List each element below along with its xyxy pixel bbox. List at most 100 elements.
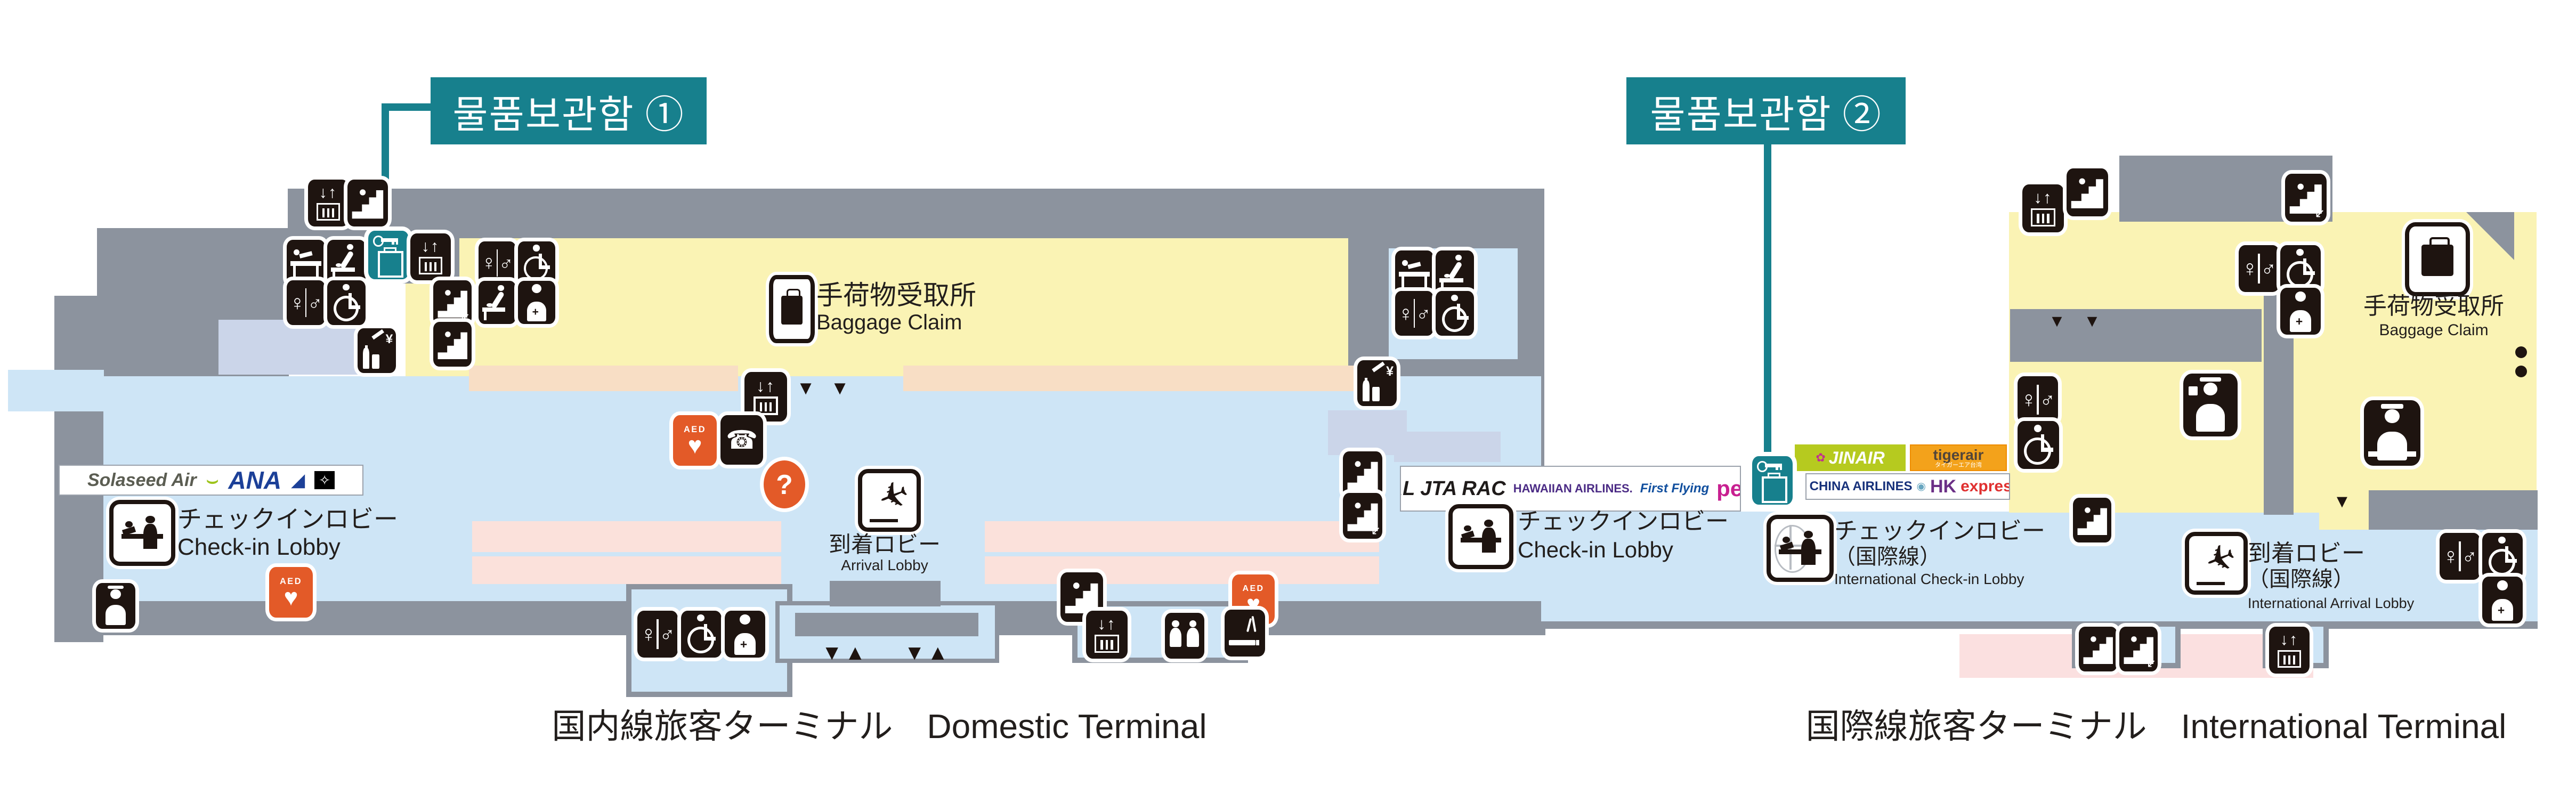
elevator-icon: ↓↑ [308, 180, 349, 226]
wheelchair-access-icon [2280, 245, 2321, 292]
baggage-claim-icon [2405, 222, 2470, 296]
lavender-block-left [218, 320, 358, 375]
stairs-icon [1343, 451, 1382, 497]
lavender-block-right2 [1394, 432, 1501, 462]
exit-gate-icon: ▼ [830, 377, 852, 399]
counter-row-left-1 [472, 521, 781, 552]
airline-banner-china-hk: ✿CHINA AIRLINES◉HKexpress [1805, 473, 2010, 500]
police-icon [96, 583, 135, 629]
aed-icon: AED ♥ [673, 415, 717, 466]
airline-banner-domestic-right-segment: First Flying [1640, 481, 1710, 496]
airline-banner-domestic-right-segment: HAWAIIAN AIRLINES. [1513, 482, 1633, 495]
checkin-domestic-left-en: Check-in Lobby [177, 534, 341, 560]
wheelchair-access-icon [2018, 421, 2059, 469]
coin-locker-1-icon [368, 231, 409, 279]
airline-banner-domestic-right-segment: JAL JTA RAC [1401, 477, 1506, 500]
stairs-icon [2079, 627, 2117, 671]
toilets-icon: ♀ ♂ [2440, 533, 2480, 580]
toilets-icon: ♀ ♂ [2018, 376, 2058, 423]
belt-dot-icon [2515, 366, 2527, 377]
escalator-icon: ↙ [2119, 627, 2158, 671]
door-gate-icon: ▼▲ [821, 641, 868, 665]
checkin-domestic-right-jp: チェックインロビー [1518, 508, 1729, 534]
wheelchair-access-icon [1436, 291, 1474, 336]
immigration-icon [2183, 374, 2238, 436]
locker-callout-2: 물품보관함 ② [1626, 77, 1906, 144]
checkin-intl-jp: チェックインロビー [1834, 518, 2045, 544]
baggage-claim-intl-jp: 手荷物受取所 [2363, 293, 2504, 319]
arrival-intl-jp2: （国際線） [2248, 568, 2354, 591]
escalator-icon: ↙ [433, 280, 472, 325]
counter-strip-left [469, 366, 738, 391]
airline-banner-china-hk-segment: ◉ [1916, 481, 1926, 492]
airline-banner-jinair-segment: ✿ [1816, 451, 1826, 464]
stairs-icon [347, 180, 388, 226]
locker-callout-2-label: 물품보관함 ② [1650, 93, 1882, 136]
elevator-icon: ↓↑ [1086, 611, 1128, 659]
airline-banner-domestic-right-segment: peach [1716, 476, 1741, 501]
stairs-icon [2067, 168, 2108, 216]
information-icon: ? [764, 460, 805, 508]
stairs-icon [2073, 498, 2111, 542]
caption-domestic-terminal: 国内線旅客ターミナル Domestic Terminal [552, 707, 1207, 746]
kids-space-icon [1165, 613, 1204, 659]
belt-dot-icon [2515, 346, 2527, 358]
door-gate-icon: ▼▲ [904, 641, 951, 665]
checkin-domestic-left-jp: チェックインロビー [177, 505, 398, 533]
toilets-icon: ♀ ♂ [1395, 291, 1433, 336]
first-aid-icon: + [2280, 288, 2321, 335]
exit-gate-icon: ▼ [796, 377, 817, 399]
checkin-counter-icon [1448, 504, 1513, 569]
nursing-room-icon [1395, 250, 1433, 295]
arrival-intl-jp: 到着ロビー [2248, 540, 2365, 566]
arrival-lobby-domestic-en: Arrival Lobby [841, 557, 928, 573]
first-aid-icon: + [2482, 577, 2523, 623]
center-counter-block-b [795, 613, 978, 636]
toilets-icon: ♀ ♂ [637, 611, 678, 658]
aed-icon: AED ♥ [269, 567, 313, 618]
arrival-plane-icon: ✈ [858, 469, 921, 532]
center-counter-block-a [830, 581, 941, 606]
escalator-icon: ↙ [1343, 493, 1382, 539]
counter-strip-right [903, 366, 1362, 391]
wheelchair-access-icon [327, 280, 366, 325]
arrival-plane-icon: ✈ [2185, 532, 2248, 595]
wheelchair-access-icon [518, 241, 555, 285]
customs-icon [2364, 400, 2420, 466]
caption-international-terminal: 国際線旅客ターミナル International Terminal [1805, 707, 2507, 746]
vending-machines-icon: ¥ [1357, 360, 1397, 406]
baggage-claim-icon [769, 275, 815, 343]
first-aid-icon: + [518, 281, 555, 324]
counter-row-right-1 [985, 521, 1379, 552]
airline-banner-china-hk-segment: HK [1930, 476, 1957, 497]
locker-callout-1: 물품보관함 ① [431, 77, 707, 144]
airline-banner-jinair: ✿JINAIR [1795, 444, 1906, 471]
exit-gate-icon: ▼ [2084, 311, 2103, 330]
airline-banner-tigerair-segment: tigerair [1933, 446, 1984, 463]
lavender-block-right1 [1328, 410, 1407, 455]
intl-gray-band-a [2010, 309, 2262, 362]
checkin-domestic-right-en: Check-in Lobby [1518, 537, 1673, 562]
arrival-lobby-domestic-jp: 到着ロビー [828, 532, 941, 557]
first-aid-icon: + [725, 611, 765, 658]
elevator-icon: ↓↑ [2269, 627, 2310, 674]
checkin-counter-icon [109, 500, 175, 566]
public-phone-icon: ☎ [720, 415, 763, 465]
baggage-claim-intl-en: Baggage Claim [2379, 321, 2489, 339]
wheelchair-access-icon [681, 611, 722, 658]
escalator-icon: ↙ [2285, 174, 2327, 222]
airline-banner-domestic-left-segment: ◢ [291, 470, 305, 490]
elevator-icon: ↓↑ [410, 233, 451, 280]
intl-yellow-gate [2319, 490, 2369, 530]
domestic-left-blue-tail [8, 370, 104, 411]
baggage-claim-domestic-area [406, 238, 1348, 376]
airline-banner-domestic-left-segment: Solaseed Air [87, 470, 197, 490]
counter-row-right-2 [985, 556, 1379, 584]
nursing-room-icon [287, 240, 325, 285]
smoking-room-icon [1225, 610, 1265, 657]
airline-banner-china-hk-segment: express [1961, 477, 2009, 495]
checkin-intl-en: International Check-in Lobby [1834, 571, 2024, 587]
elevator-icon: ↓↑ [744, 372, 787, 422]
